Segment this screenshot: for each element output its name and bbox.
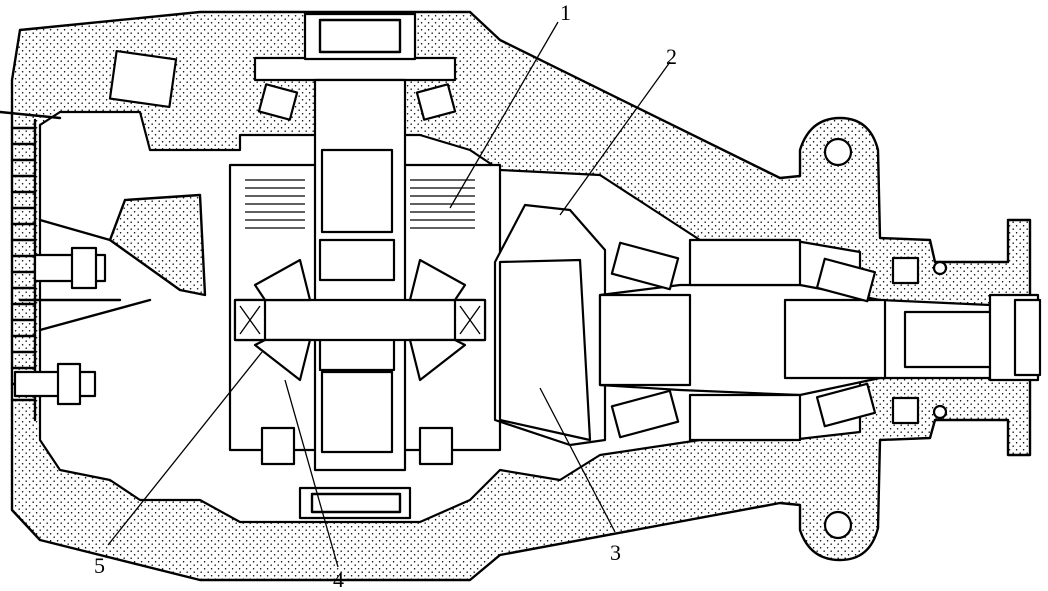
callout-5: 5 — [94, 553, 105, 578]
pinion-shaft — [598, 238, 1042, 442]
left-bolts — [13, 218, 152, 406]
callout-1: 1 — [560, 0, 571, 25]
callout-labels: 1 2 3 4 5 — [94, 0, 677, 591]
callout-4: 4 — [333, 567, 344, 591]
callout-2: 2 — [666, 44, 677, 69]
leader-lines — [107, 21, 671, 568]
upper-carrier-bearing — [108, 12, 457, 121]
differential-assembly — [228, 78, 502, 520]
mounting-eyes — [823, 137, 853, 540]
callout-3: 3 — [610, 540, 621, 565]
